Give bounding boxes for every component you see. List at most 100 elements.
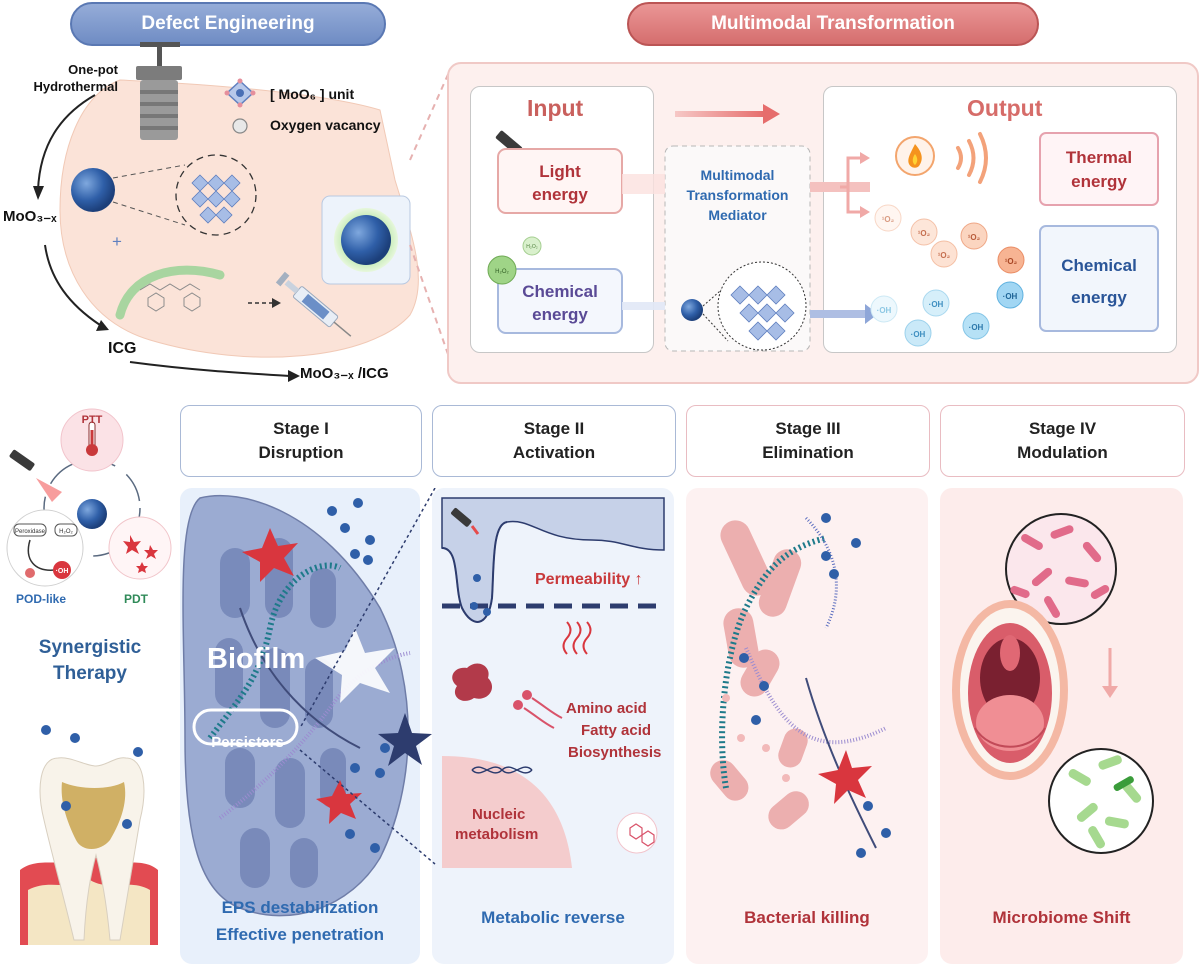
ros-stars-stage1 (242, 528, 362, 824)
hydroxyl-bubbles (870, 281, 1024, 347)
defect-engineering-header: Defect Engineering (70, 2, 386, 46)
modulation-illustration (952, 513, 1154, 854)
mediator-lattice (730, 285, 795, 341)
elimination-illustration (710, 513, 891, 858)
oh-therapy-label: ·OH (56, 568, 69, 575)
o2-label-3: ¹O₂ (968, 233, 981, 242)
stage-3-caption: Bacterial killing (744, 908, 870, 927)
dna-strand-1 (207, 562, 342, 740)
output-title: Output (967, 95, 1043, 121)
oh-label-3: ·OH (911, 330, 926, 339)
healthy-bacteria (1068, 755, 1142, 849)
light-energy-label: Light energy (532, 162, 588, 204)
nucleic-quarter-shape (442, 756, 572, 868)
legend-moo6-unit: [ MoO₆ ] unit (270, 86, 355, 102)
nanoparticles-stage1 (327, 498, 390, 853)
thermometer-icon (86, 444, 98, 456)
ros-star-icons (123, 535, 158, 573)
activation-illustration (441, 497, 665, 868)
h2o2-bubble-small (522, 236, 542, 256)
thermal-energy-label: Thermal energy (1065, 148, 1133, 191)
mediator-lattice-circle (717, 261, 807, 351)
chemical-energy-input-box (497, 268, 623, 334)
permeability-label: Permeability ↑ (535, 571, 643, 588)
stage2-laser-icon (451, 508, 472, 527)
peroxidase-label: Peroxidase (15, 529, 46, 535)
amino-acid-label: Amino acid (566, 700, 647, 717)
oh-label-2: ·OH (929, 300, 944, 309)
mediator-label: Multimodal Transformation Mediator (686, 167, 789, 223)
burst-stage1 (315, 628, 395, 703)
h2o2-label-small: H₂O₂ (526, 244, 537, 250)
biofilm-label: Biofilm (207, 643, 306, 675)
pathogenic-bacteria (1010, 525, 1110, 618)
ros-star-stage3 (818, 750, 872, 804)
ptt-label: PTT (82, 414, 103, 426)
plus-sign: + (112, 232, 122, 251)
metabolism-label: metabolism (455, 826, 539, 843)
transformation-graphics: ¹O₂ ¹O₂ ¹O₂ ¹O₂ ¹O₂ ·OH ·OH ·OH ·OH ·OH … (487, 104, 1159, 352)
biofilm-illustration (182, 488, 436, 917)
h2o2-bubble-large (487, 255, 517, 285)
oxygen-vacancy-icon (232, 118, 248, 134)
synthesis-illustration (33, 42, 419, 382)
moo3x-nanoparticle (71, 168, 115, 212)
zoom-connector-lines (409, 69, 451, 361)
dna-strand-3 (719, 535, 827, 789)
composite-label: MoO₃₋ₓ /ICG (300, 365, 389, 382)
o2-label-4: ¹O₂ (938, 251, 951, 260)
open-mouth-illustration (952, 600, 1068, 780)
dna-helix-icon (471, 766, 533, 774)
oh-radical-icon (53, 561, 71, 579)
oh-label-1: ·OH (877, 306, 892, 315)
dead-bacteria (710, 520, 809, 830)
nucleic-label: Nucleic (472, 806, 526, 823)
o2-label-2: ¹O₂ (918, 229, 931, 238)
oh-label-5: ·OH (1003, 292, 1018, 301)
biosynthesis-label: Biosynthesis (568, 744, 662, 761)
therapy-laser-icon (9, 449, 35, 471)
heat-wave-icon (956, 132, 988, 184)
stage-1-caption-1: EPS destabilization (221, 898, 379, 917)
pdt-circle (108, 516, 172, 580)
legend-oxygen-vacancy: Oxygen vacancy (270, 117, 381, 133)
moo6-unit-icon (224, 78, 256, 108)
singlet-oxygen-bubbles (874, 204, 1025, 274)
h2o2-therapy-label: H₂O₂ (59, 529, 73, 535)
debris-stage3 (722, 694, 790, 782)
syringe-icon (275, 271, 352, 337)
stage-2-caption: Metabolic reverse (481, 908, 625, 927)
protein-icon (452, 663, 493, 701)
heat-wave-stage2 (562, 621, 592, 655)
lattice-pattern (191, 174, 241, 224)
moo3x-label: MoO₃₋ₓ (3, 208, 57, 225)
chemical-energy-output-label: Chemical energy (1061, 256, 1137, 307)
o2-label-1: ¹O₂ (882, 215, 895, 224)
thermal-energy-box (1039, 132, 1159, 206)
synergistic-therapy-line1: Synergistic (38, 637, 142, 658)
icg-label: ICG (108, 340, 137, 357)
chemical-energy-input-label: Chemical energy (522, 282, 598, 324)
synergistic-therapy-illustration: PTT Peroxidase H₂O₂ ·OH (6, 408, 172, 945)
h2o2-label-large: H₂O₂ (495, 269, 509, 275)
multimodal-transformation-header: Multimodal Transformation (627, 2, 1039, 46)
persisters-label: Persisters (211, 734, 284, 751)
pod-circle (6, 509, 84, 587)
composite-nanoparticle (341, 215, 391, 265)
peach-background-shape (59, 79, 419, 358)
hydrothermal-label-2: Hydrothermal (33, 79, 118, 94)
nanoparticles-stage3 (739, 513, 891, 858)
input-title: Input (527, 95, 584, 121)
fatty-acid-label: Fatty acid (581, 722, 652, 739)
oh-label-4: ·OH (969, 323, 984, 332)
lattice-zoom-circle (175, 154, 257, 236)
lipid-icon (523, 697, 563, 729)
chemical-energy-output-box (1039, 225, 1159, 332)
stage-1-caption-2: Effective penetration (215, 925, 385, 944)
hydrothermal-label-1: One-pot (68, 62, 118, 77)
molecule-circle (616, 812, 658, 854)
